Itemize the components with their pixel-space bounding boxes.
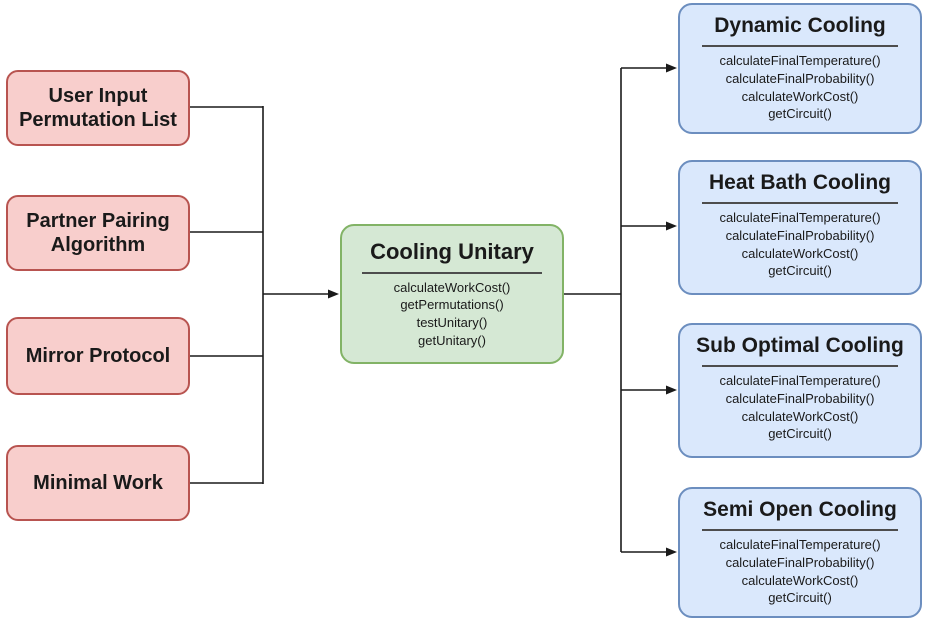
node-label: User Input Permutation List — [19, 84, 177, 131]
node-mirror-protocol: Mirror Protocol — [6, 317, 190, 395]
title-separator — [701, 529, 899, 532]
title-separator — [361, 271, 543, 274]
method: calculateWorkCost() — [741, 245, 859, 261]
method: calculateFinalProbability() — [725, 70, 875, 86]
method: calculateFinalTemperature() — [719, 537, 881, 553]
method: testUnitary() — [416, 314, 488, 330]
method: calculateWorkCost() — [741, 572, 859, 588]
node-label: Partner Pairing Algorithm — [26, 209, 170, 256]
node-label: Minimal Work — [33, 471, 163, 494]
method-list: calculateFinalTemperature() calculateFin… — [719, 209, 880, 280]
title-separator — [701, 45, 899, 48]
method: getPermutations() — [400, 297, 504, 313]
node-label: Mirror Protocol — [25, 344, 171, 367]
node-dynamic-cooling: Dynamic Cooling calculateFinalTemperatur… — [678, 3, 922, 134]
class-title: Cooling Unitary — [370, 239, 534, 264]
method: calculateWorkCost() — [393, 279, 511, 295]
method: getCircuit() — [768, 106, 832, 122]
method: calculateFinalProbability() — [725, 554, 875, 570]
method-list: calculateFinalTemperature() calculateFin… — [719, 536, 880, 607]
method: getCircuit() — [768, 263, 832, 279]
method: calculateWorkCost() — [741, 88, 859, 104]
node-sub-optimal-cooling: Sub Optimal Cooling calculateFinalTemper… — [678, 323, 922, 458]
method: calculateFinalTemperature() — [719, 210, 881, 226]
title-separator — [701, 365, 899, 368]
method-list: calculateFinalTemperature() calculateFin… — [719, 372, 880, 443]
method: getCircuit() — [768, 426, 832, 442]
node-user-input-permutation-list: User Input Permutation List — [6, 70, 190, 146]
class-title: Semi Open Cooling — [703, 498, 897, 521]
method: calculateFinalProbability() — [725, 390, 875, 406]
node-cooling-unitary: Cooling Unitary calculateWorkCost() getP… — [340, 224, 564, 364]
method: getUnitary() — [418, 332, 486, 348]
method: calculateWorkCost() — [741, 408, 859, 424]
method: getCircuit() — [768, 590, 832, 606]
method: calculateFinalTemperature() — [719, 53, 881, 69]
method-list: calculateFinalTemperature() calculateFin… — [719, 52, 880, 123]
node-heat-bath-cooling: Heat Bath Cooling calculateFinalTemperat… — [678, 160, 922, 295]
method: calculateFinalProbability() — [725, 227, 875, 243]
class-title: Heat Bath Cooling — [709, 171, 891, 194]
node-partner-pairing-algorithm: Partner Pairing Algorithm — [6, 195, 190, 271]
title-separator — [701, 202, 899, 205]
method-list: calculateWorkCost() getPermutations() te… — [394, 279, 511, 350]
class-title: Dynamic Cooling — [714, 14, 886, 37]
node-semi-open-cooling: Semi Open Cooling calculateFinalTemperat… — [678, 487, 922, 618]
method: calculateFinalTemperature() — [719, 373, 881, 389]
class-title: Sub Optimal Cooling — [696, 334, 904, 357]
node-minimal-work: Minimal Work — [6, 445, 190, 521]
